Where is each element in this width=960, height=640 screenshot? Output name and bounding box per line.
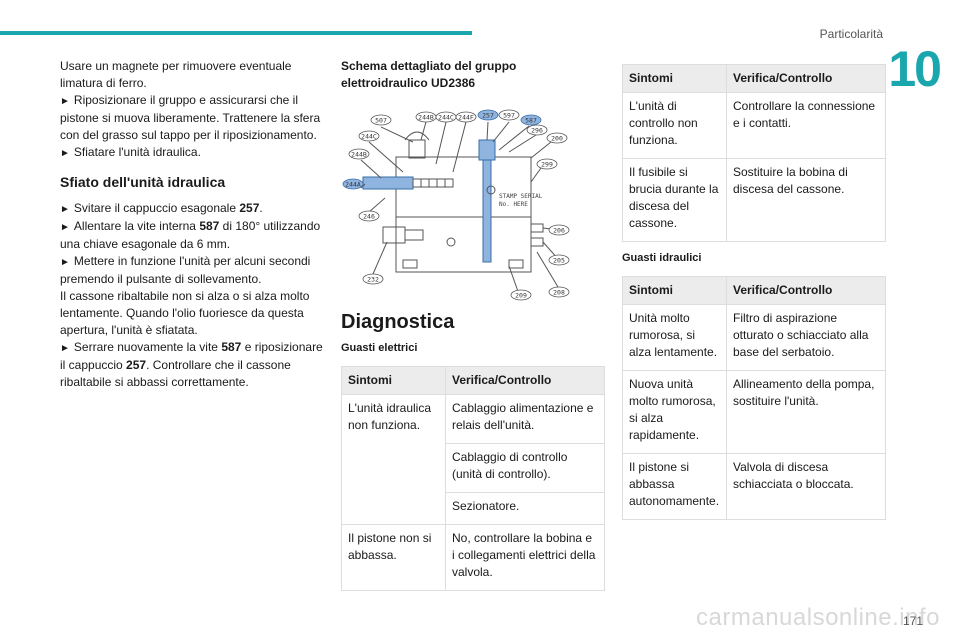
electrical-faults-table: Sintomi Verifica/Controllo L'unità idrau… [341, 366, 605, 591]
heading-electrical-faults: Guasti elettrici [341, 342, 418, 354]
electrical-faults-table-continued: Sintomi Verifica/Controllo L'unità di co… [622, 64, 886, 242]
step-3-note: Il cassone ribaltabile non si alza o si … [60, 289, 310, 337]
chapter-number: 10 [888, 41, 942, 97]
bullet-icon: ► [60, 96, 70, 107]
svg-text:244B: 244B [351, 151, 367, 159]
svg-text:208: 208 [553, 289, 565, 297]
section-name: Particolarità [819, 27, 883, 41]
svg-text:257: 257 [482, 112, 494, 120]
table-cell: Nuova unità molto rumorosa, si alza rapi… [622, 370, 727, 454]
svg-text:232: 232 [367, 276, 379, 284]
svg-text:587: 587 [525, 117, 537, 125]
table-cell: Sezionatore. [445, 492, 605, 525]
heading-diagnostics: Diagnostica [341, 311, 455, 333]
table-row: Unità molto rumorosa, si alza lentamente… [622, 304, 886, 371]
svg-text:205: 205 [553, 257, 565, 265]
table-cell: Unità molto rumorosa, si alza lentamente… [622, 304, 727, 371]
table-row: Il pistone si abbassa autonomamente. Val… [622, 453, 886, 520]
table-cell: Cablaggio di controllo (unità di control… [445, 443, 605, 493]
table-cell: Il pistone si abbassa autonomamente. [622, 453, 727, 520]
svg-text:507: 507 [375, 117, 387, 125]
svg-text:206: 206 [553, 227, 565, 235]
valve-body [362, 176, 414, 190]
bullet-icon: ► [60, 257, 70, 268]
part-number: 587 [199, 219, 220, 233]
table-cell: L'unità idraulica non funziona. [341, 394, 446, 525]
svg-text:244C: 244C [438, 114, 454, 122]
table-cell: Il fusibile si brucia durante la discesa… [622, 158, 727, 242]
step-4: ►Serrare nuovamente la vite 587 e riposi… [60, 340, 323, 389]
part-number: 587 [221, 340, 242, 354]
table-header-row: Sintomi Verifica/Controllo [622, 276, 886, 305]
hydraulic-unit-drawing: 507 244B 244C 244F 257 597 587 244C 244B… [342, 109, 570, 301]
intro-line-3: ►Sfiatare l'unità idraulica. [60, 145, 201, 159]
watermark-text: carmanualsonline.info [696, 604, 940, 631]
step-2: ►Allentare la vite interna 587 di 180° u… [60, 219, 321, 251]
cap-outline [408, 139, 426, 159]
table-row: Il pistone non si abbassa. No, controlla… [341, 524, 605, 591]
table-cell: Sostituire la bobina di discesa del cass… [726, 158, 886, 242]
page-number: 171 [902, 614, 923, 628]
svg-text:299: 299 [541, 161, 553, 169]
table-row: L'unità idraulica non funziona. Cablaggi… [341, 394, 605, 525]
table-header-cell: Verifica/Controllo [445, 366, 605, 395]
intro-line-1: Usare un magnete per rimuovere eventuale… [60, 59, 292, 90]
table-header-cell: Verifica/Controllo [726, 64, 886, 93]
hydraulic-unit-diagram: 507 244B 244C 244F 257 597 587 244C 244B… [341, 102, 571, 302]
intro-line-2: ►Riposizionare il gruppo e assicurarsi c… [60, 93, 321, 142]
table-cell: Controllare la connessione e i contatti. [726, 92, 886, 159]
table-header-row: Sintomi Verifica/Controllo [622, 64, 886, 93]
table-cell: Filtro di aspirazione otturato o schiacc… [726, 304, 886, 371]
svg-text:244C: 244C [361, 133, 377, 141]
part-number: 257 [126, 358, 147, 372]
step-1: ►Svitare il cappuccio esagonale 257. [60, 201, 263, 215]
label-top-row: 507 244B 244C 244F 257 597 587 [370, 109, 542, 126]
table-row: L'unità di controllo non funziona. Contr… [622, 92, 886, 159]
table-header-cell: Sintomi [622, 276, 727, 305]
label-right-column: 200 296 299 206 205 208 [526, 124, 570, 298]
label-bottom-row: 232 209 [362, 273, 532, 301]
column-1: Usare un magnete per rimuovere eventuale… [60, 58, 324, 391]
svg-text:244A: 244A [345, 181, 361, 189]
step-3: ►Mettere in funzione l'unità per alcuni … [60, 254, 311, 286]
svg-text:244B: 244B [418, 114, 434, 122]
heading-bleeding: Sfiato dell'unità idraulica [60, 174, 226, 190]
hydraulic-faults-table: Sintomi Verifica/Controllo Unità molto r… [622, 276, 886, 520]
table-cell: L'unità di controllo non funziona. [622, 92, 727, 159]
bullet-icon: ► [60, 148, 70, 159]
svg-text:296: 296 [531, 127, 543, 135]
heading-hydraulic-faults: Guasti idraulici [622, 252, 702, 264]
table-cell: Allineamento della pompa, sostituire l'u… [726, 370, 886, 454]
schema-title: Schema dettagliato del gruppo elettroidr… [341, 59, 517, 90]
bullet-icon: ► [60, 204, 70, 215]
bullet-icon: ► [60, 343, 70, 354]
table-header-cell: Verifica/Controllo [726, 276, 886, 305]
table-cell: Cablaggio alimentazione e relais dell'un… [445, 394, 605, 444]
table-header-row: Sintomi Verifica/Controllo [341, 366, 605, 395]
table-header-cell: Sintomi [341, 366, 446, 395]
column-3: Sintomi Verifica/Controllo L'unità di co… [622, 64, 886, 520]
svg-text:200: 200 [551, 135, 563, 143]
table-row: Nuova unità molto rumorosa, si alza rapi… [622, 370, 886, 454]
stamp-serial-text: STAMP SERIAL No. HERE [499, 193, 543, 208]
table-cell: No, controllare la bobina e i collegamen… [445, 524, 605, 591]
header-accent-bar [0, 31, 472, 35]
svg-text:209: 209 [515, 292, 527, 300]
column-2: Schema dettagliato del gruppo elettroidr… [341, 58, 605, 591]
table-header-cell: Sintomi [622, 64, 727, 93]
svg-text:No. HERE: No. HERE [499, 201, 528, 208]
part-number: 257 [239, 201, 260, 215]
label-left-column: 244C 244B 244A 246 [342, 130, 380, 222]
svg-text:244F: 244F [458, 114, 474, 122]
table-row: Il fusibile si brucia durante la discesa… [622, 158, 886, 242]
table-row: Cablaggio di controllo (unità di control… [342, 443, 605, 493]
unit-body-outline [395, 156, 532, 273]
svg-text:STAMP SERIAL: STAMP SERIAL [499, 193, 543, 200]
table-cell: Il pistone non si abbassa. [341, 524, 446, 591]
svg-text:246: 246 [363, 213, 375, 221]
table-cell: Valvola di discesa schiacciata o bloccat… [726, 453, 886, 520]
svg-text:597: 597 [503, 112, 515, 120]
bullet-icon: ► [60, 222, 70, 233]
